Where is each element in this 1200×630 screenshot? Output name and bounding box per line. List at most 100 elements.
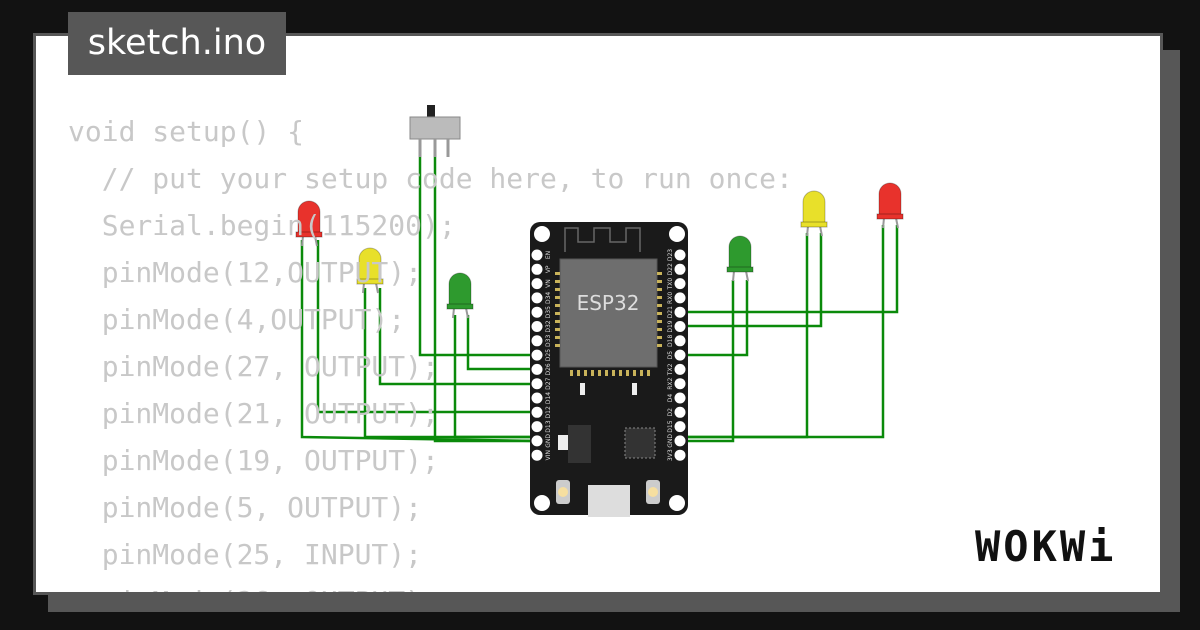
regulator bbox=[568, 425, 591, 463]
usb-port bbox=[588, 485, 630, 517]
wire bbox=[466, 315, 537, 371]
led-smd bbox=[632, 383, 637, 395]
wire bbox=[680, 225, 885, 439]
pin-label: D33 bbox=[545, 334, 552, 346]
pin-label: EN bbox=[545, 251, 552, 259]
led-rim bbox=[446, 303, 474, 310]
pin-d14 bbox=[531, 392, 543, 404]
pin-d27 bbox=[531, 378, 543, 390]
pin-label: VIN bbox=[545, 450, 552, 460]
chip-pad bbox=[555, 296, 560, 299]
pin-3v3 bbox=[674, 449, 686, 461]
code-line: pinMode(5, OUTPUT); bbox=[68, 491, 423, 524]
led-leg bbox=[806, 225, 809, 237]
chip-pad bbox=[612, 370, 615, 376]
chip-label: ESP32 bbox=[577, 291, 640, 315]
led-yellow bbox=[800, 190, 828, 237]
led-smd bbox=[580, 383, 585, 395]
code-line: pinMode(19, OUTPUT); bbox=[68, 444, 439, 477]
led-body bbox=[802, 190, 826, 227]
chip-pad bbox=[605, 370, 608, 376]
pin-label: D32 bbox=[545, 320, 552, 332]
chip-pad bbox=[555, 288, 560, 291]
chip-pad bbox=[657, 296, 662, 299]
code-line: pinMode(25, INPUT); bbox=[68, 538, 423, 571]
code-line: void setup() { bbox=[68, 115, 305, 148]
led-red bbox=[295, 200, 323, 247]
led-rim bbox=[356, 278, 384, 285]
pin-label: D34 bbox=[545, 292, 552, 304]
wire bbox=[300, 240, 538, 443]
led-body bbox=[728, 235, 752, 272]
chip-pad bbox=[633, 370, 636, 376]
pin-label: D2 bbox=[667, 408, 674, 417]
esp32-board: ESP32ENVPVND34D35D32D33D25D26D27D14D12D1… bbox=[530, 222, 688, 517]
wire bbox=[680, 280, 735, 443]
pin-d12 bbox=[531, 406, 543, 418]
code-line: pinMode(4,OUTPUT); bbox=[68, 303, 406, 336]
chip-pad bbox=[657, 328, 662, 331]
led-body bbox=[878, 182, 902, 219]
file-title: sketch.ino bbox=[68, 12, 286, 75]
chip-pad bbox=[619, 370, 622, 376]
pin-label: VP bbox=[545, 265, 552, 273]
led-body bbox=[297, 200, 321, 237]
pin-d22 bbox=[674, 263, 686, 275]
chip-pad bbox=[555, 312, 560, 315]
pin-label: D27 bbox=[545, 377, 552, 389]
code-line: pinMode(27, OUTPUT); bbox=[68, 350, 439, 383]
pin-d34 bbox=[531, 292, 543, 304]
wire bbox=[680, 225, 899, 314]
led-yellow bbox=[356, 247, 384, 294]
chip-pad bbox=[584, 370, 587, 376]
pin-vn bbox=[531, 278, 543, 290]
pin-en bbox=[531, 249, 543, 261]
pin-d26 bbox=[531, 363, 543, 375]
led-body bbox=[358, 247, 382, 284]
esp32-chip bbox=[559, 258, 658, 368]
wire bbox=[680, 280, 749, 357]
code-line: pinMode(12,OUTPUT); bbox=[68, 256, 423, 289]
led-rim bbox=[800, 221, 828, 228]
pin-d35 bbox=[531, 306, 543, 318]
pin-tx2 bbox=[674, 363, 686, 375]
pin-label: 3V3 bbox=[667, 449, 674, 461]
chip-pad bbox=[555, 328, 560, 331]
chip-pad bbox=[555, 304, 560, 307]
pin-d25 bbox=[531, 349, 543, 361]
usb-chip bbox=[624, 427, 656, 459]
led-leg bbox=[465, 307, 469, 319]
code-line: Serial.begin(115200); bbox=[68, 209, 456, 242]
led-leg bbox=[819, 225, 823, 237]
chip-pad bbox=[555, 272, 560, 275]
led-leg bbox=[882, 217, 885, 229]
pin-label: GND bbox=[545, 434, 552, 448]
pin-label: D5 bbox=[667, 351, 674, 360]
led-leg bbox=[362, 282, 365, 294]
chip-pad bbox=[657, 288, 662, 291]
pin-label: D15 bbox=[667, 420, 674, 432]
pin-d4 bbox=[674, 392, 686, 404]
pin-d21 bbox=[674, 306, 686, 318]
chip-pad bbox=[577, 370, 580, 376]
pin-label: D26 bbox=[545, 363, 552, 375]
regulator-tab bbox=[558, 435, 568, 450]
code-line: pinMode(21, OUTPUT); bbox=[68, 397, 439, 430]
chip-pad bbox=[657, 344, 662, 347]
pin-label: D14 bbox=[545, 392, 552, 404]
pin-label: D13 bbox=[545, 420, 552, 432]
pin-label: VN bbox=[545, 279, 552, 288]
pin-d2 bbox=[674, 406, 686, 418]
pin-label: RX0 bbox=[667, 292, 674, 304]
pin-label: D35 bbox=[545, 306, 552, 318]
chip-pad bbox=[657, 304, 662, 307]
mount-hole bbox=[534, 226, 550, 242]
mount-hole bbox=[534, 495, 550, 511]
switch-handle bbox=[427, 105, 435, 119]
chip-pad bbox=[657, 280, 662, 283]
button-cap bbox=[558, 487, 568, 497]
led-leg bbox=[452, 307, 455, 319]
code-line: pinMode(26, OUTPUT); bbox=[68, 578, 793, 592]
pin-vin bbox=[531, 449, 543, 461]
pin-vp bbox=[531, 263, 543, 275]
